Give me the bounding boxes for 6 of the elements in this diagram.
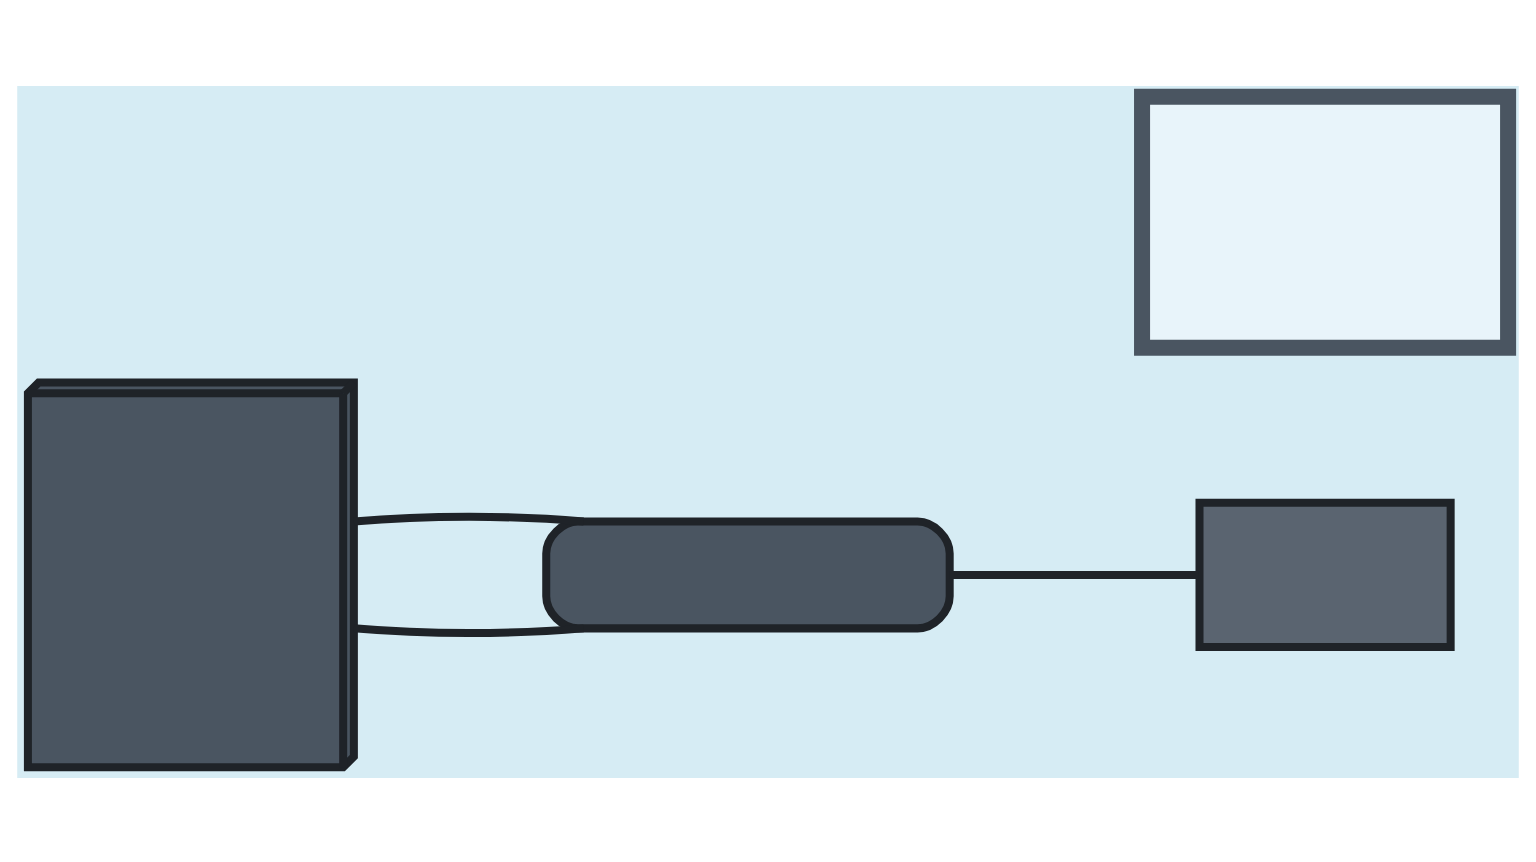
- node-switch: [542, 516, 954, 632]
- node-laptop: [1134, 87, 1517, 355]
- node-firewall: [1195, 497, 1455, 651]
- connector: [353, 511, 584, 525]
- connector: [353, 623, 584, 637]
- connector: [949, 569, 1199, 578]
